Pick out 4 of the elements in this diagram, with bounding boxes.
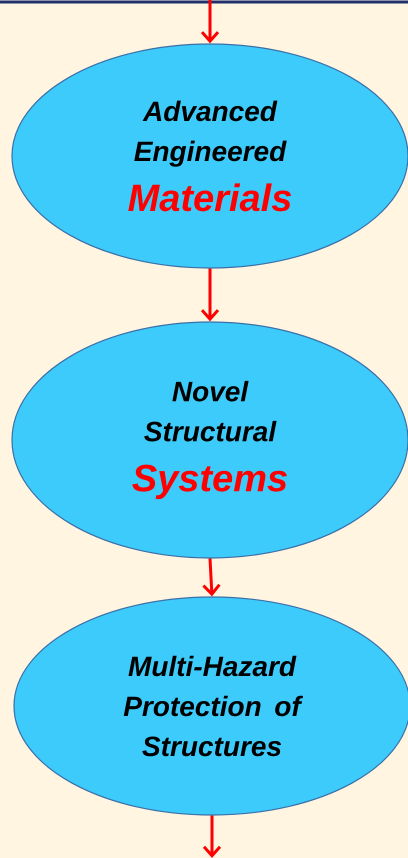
arrow bbox=[200, 268, 220, 322]
arrow bbox=[202, 558, 221, 596]
arrow bbox=[202, 816, 222, 858]
arrow bbox=[200, 0, 220, 44]
